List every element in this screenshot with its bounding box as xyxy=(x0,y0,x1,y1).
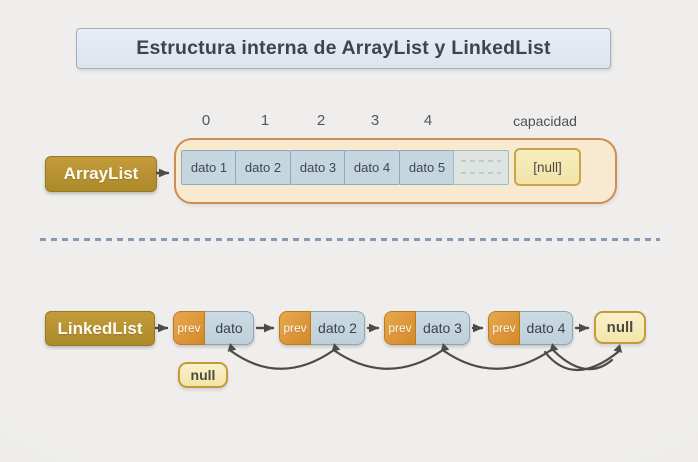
tail-null-box: null xyxy=(594,311,646,344)
array-empty-cell xyxy=(453,150,509,185)
prev-field: prev xyxy=(488,311,520,345)
section-divider xyxy=(40,238,660,241)
prev-curve-to-node2 xyxy=(333,348,445,370)
index-label-1: 1 xyxy=(260,112,270,129)
linkedlist-node-4: prev dato 4 xyxy=(488,311,573,345)
linkedlist-node-1: prev dato xyxy=(173,311,254,345)
data-field: dato 4 xyxy=(520,311,573,345)
linkedlist-node-3: prev dato 3 xyxy=(384,311,470,345)
data-field: dato 2 xyxy=(311,311,365,345)
array-cell-5: dato 5 xyxy=(399,150,455,185)
prev-arrow-curves xyxy=(229,348,620,372)
index-label-2: 2 xyxy=(316,112,326,129)
linkedlist-label: LinkedList xyxy=(45,311,155,346)
linkedlist-node-2: prev dato 2 xyxy=(279,311,365,345)
data-field: dato xyxy=(205,311,254,345)
prev-curve-to-node1 xyxy=(229,348,336,370)
array-container: dato 1 dato 2 dato 3 dato 4 dato 5 [null… xyxy=(174,138,617,204)
capacity-label: capacidad xyxy=(513,113,577,129)
array-cell-2: dato 2 xyxy=(235,150,291,185)
prev-field: prev xyxy=(173,311,205,345)
data-field: dato 3 xyxy=(416,311,470,345)
index-label-0: 0 xyxy=(201,112,211,129)
array-cell-3: dato 3 xyxy=(290,150,346,185)
array-null-cell: [null] xyxy=(514,148,581,186)
index-label-3: 3 xyxy=(370,112,380,129)
array-cell-1: dato 1 xyxy=(181,150,237,185)
arraylist-label: ArrayList xyxy=(45,156,157,192)
prev-curve-to-node4 xyxy=(552,349,614,371)
prev-field: prev xyxy=(384,311,416,345)
diagram-title: Estructura interna de ArrayList y Linked… xyxy=(76,28,611,69)
prev-field: prev xyxy=(279,311,311,345)
head-prev-null-box: null xyxy=(178,362,228,388)
curve-to-tail-null xyxy=(543,350,620,372)
prev-curve-to-node3 xyxy=(442,348,553,370)
index-label-4: 4 xyxy=(423,112,433,129)
array-cell-4: dato 4 xyxy=(344,150,400,185)
